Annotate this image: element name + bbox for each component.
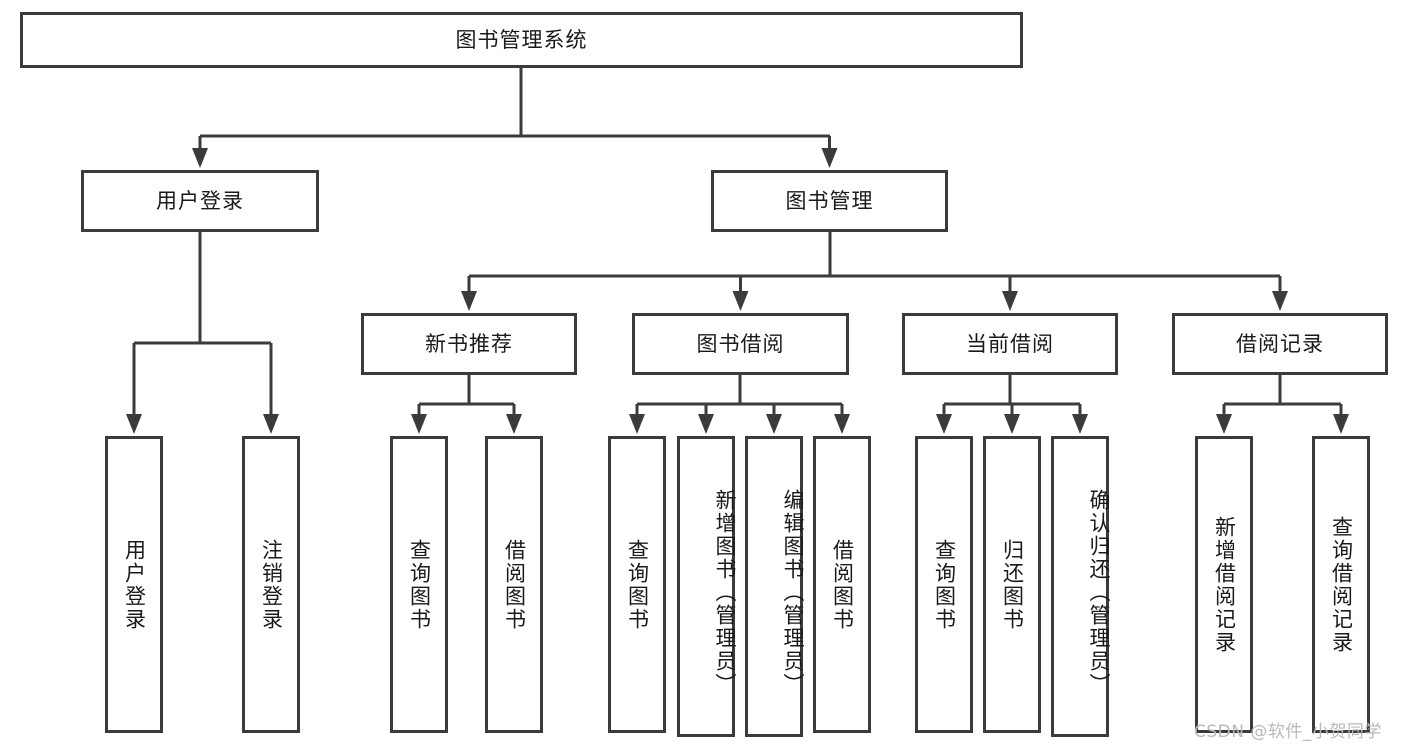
node-box-l3-borrow[interactable] [632,313,849,375]
arrow-head-icon [1002,291,1018,311]
node-label-l3-current: 当前借阅 [966,332,1054,356]
node-box-l2-login[interactable] [81,170,319,232]
arrow-head-icon [698,414,714,434]
node-box-leaf-cur-3[interactable] [1051,436,1109,737]
boxes-layer [20,12,1388,737]
node-box-leaf-rec-2[interactable] [1312,436,1370,733]
node-label-l3-records: 借阅记录 [1236,332,1324,356]
arrow-head-icon [821,148,838,168]
arrow-head-icon [1272,291,1288,311]
node-box-leaf-new-1[interactable] [390,436,448,733]
arrow-head-icon [411,414,427,434]
arrow-head-icon [1004,414,1020,434]
node-label-l3-new: 新书推荐 [425,332,513,356]
node-box-leaf-login-2[interactable] [242,436,300,733]
arrow-head-icon [1216,414,1232,434]
arrow-head-icon [766,414,782,434]
arrow-head-icon [506,414,522,434]
node-box-leaf-new-2[interactable] [485,436,543,733]
node-box-l3-records[interactable] [1172,313,1388,375]
arrow-head-icon [834,414,850,434]
arrow-head-icon [1072,414,1088,434]
node-box-leaf-cur-1[interactable] [915,436,973,733]
node-label-l3-borrow: 图书借阅 [697,332,785,356]
node-box-l2-manage[interactable] [711,170,948,232]
node-label-l2-login: 用户登录 [156,189,244,213]
node-box-root[interactable] [20,12,1023,68]
node-box-leaf-rec-1[interactable] [1195,436,1253,733]
node-box-leaf-borrow-3[interactable] [745,436,803,737]
arrow-head-icon [732,291,749,311]
node-box-leaf-borrow-4[interactable] [813,436,871,733]
node-box-l3-new[interactable] [361,313,577,375]
node-box-leaf-borrow-1[interactable] [608,436,666,733]
arrow-head-icon [461,291,477,311]
arrow-head-icon [263,414,279,434]
arrow-head-icon [126,414,142,434]
arrow-head-icon [936,414,952,434]
connectors-layer [126,68,1349,434]
node-box-leaf-login-1[interactable] [105,436,163,733]
watermark-text: CSDN @软件_小贺同学 [1194,722,1382,742]
arrow-head-icon [629,414,645,434]
node-box-l3-current[interactable] [902,313,1118,375]
arrow-head-icon [1333,414,1349,434]
node-label-l2-manage: 图书管理 [786,189,874,213]
arrow-head-icon [192,148,208,168]
node-box-leaf-borrow-2[interactable] [677,436,735,737]
node-box-leaf-cur-2[interactable] [983,436,1041,733]
node-label-root: 图书管理系统 [456,28,588,52]
